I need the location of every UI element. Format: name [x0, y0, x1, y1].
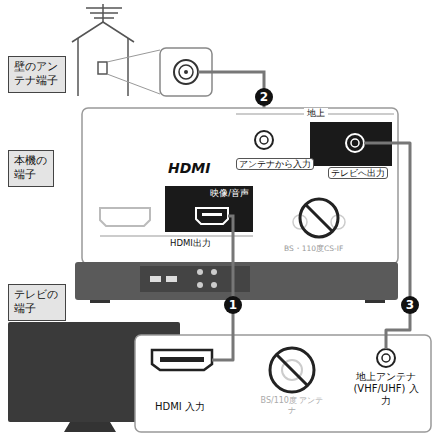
device-body — [90, 300, 110, 303]
caption-text: 本機の端子 — [14, 154, 48, 183]
terminal-group: 地上アンテナから入力テレビへ出力 — [236, 110, 394, 180]
device-panel — [82, 108, 398, 264]
terminal: HDMI 入力 — [140, 343, 220, 415]
device-body — [365, 300, 385, 303]
cable-stub — [212, 359, 220, 362]
wall-jack — [174, 60, 198, 84]
cable-stub — [228, 216, 233, 232]
device-body — [140, 266, 250, 292]
prohibition-symbol — [300, 199, 338, 237]
terminal-group: 映像/音声 — [165, 186, 253, 232]
terminal-label: 地上アンテナ (VHF/UHF) 入力 — [353, 371, 419, 407]
wall-jack — [179, 65, 193, 79]
tv-panel — [135, 335, 431, 432]
cable-stub — [228, 143, 394, 232]
terminal-label: 地上 — [304, 108, 328, 118]
device-panel — [202, 213, 222, 216]
prohibition-symbol — [300, 199, 338, 237]
tv-panel — [135, 335, 431, 432]
terminal-label: テレビへ出力 — [328, 167, 388, 179]
device-panel — [196, 208, 228, 224]
tv-body — [64, 422, 116, 432]
device-panel — [351, 139, 359, 147]
device-body — [211, 269, 217, 275]
caption-box: 壁のアンテナ端子 — [8, 56, 66, 93]
house-outline — [98, 62, 107, 74]
house-outline — [72, 22, 134, 42]
port-label: HDMI出力 — [170, 238, 211, 248]
callout-number: 1 — [224, 296, 242, 314]
faded-port-label: BS/110度 アンテナ — [258, 396, 326, 415]
callout-number: 3 — [401, 296, 419, 314]
prohibition-symbol — [277, 355, 308, 386]
tv-panel — [160, 357, 204, 362]
terminal-label: HDMI 入力 — [140, 401, 220, 413]
device-panel — [100, 208, 150, 226]
logo-text: HDMI — [168, 160, 210, 177]
prohibition-symbol — [270, 348, 314, 392]
device-panel — [346, 134, 364, 152]
leader-line — [107, 50, 160, 94]
device-body — [150, 276, 161, 282]
house-outline — [86, 8, 122, 18]
prohibition-symbol — [270, 348, 314, 392]
cable-stub — [385, 343, 388, 349]
prohibition-symbol — [306, 205, 333, 232]
caption-box: テレビの端子 — [8, 284, 66, 321]
faded-port-label: BS・110度CS-IF — [284, 244, 343, 253]
device-body — [211, 282, 217, 288]
caption-text: 壁のアンテナ端子 — [14, 60, 60, 89]
device-body — [197, 269, 203, 275]
tv-panel — [382, 354, 390, 362]
caption-box: 本機の端子 — [8, 150, 54, 187]
tv-panel — [152, 350, 212, 370]
callout-number: 2 — [255, 88, 273, 106]
device-body — [166, 276, 177, 282]
cable-stub — [212, 343, 386, 360]
device-panel — [260, 136, 268, 144]
device-panel — [82, 108, 398, 264]
wall-jack — [184, 70, 188, 74]
device-panel — [165, 186, 253, 232]
caption-text: テレビの端子 — [14, 288, 60, 317]
device-body — [75, 262, 398, 300]
terminal-label: アンテナから入力 — [236, 158, 314, 170]
tv-panel — [377, 349, 395, 367]
device-body — [197, 282, 203, 288]
cable-stub — [364, 142, 394, 145]
terminal-label: 映像/音声 — [210, 188, 249, 198]
terminal: 地上アンテナ (VHF/UHF) 入力 — [345, 343, 427, 429]
device-panel — [255, 131, 273, 149]
house-outline — [72, 4, 134, 96]
house-outline — [78, 38, 128, 96]
leader-line — [107, 50, 160, 94]
device-panel — [100, 236, 253, 237]
